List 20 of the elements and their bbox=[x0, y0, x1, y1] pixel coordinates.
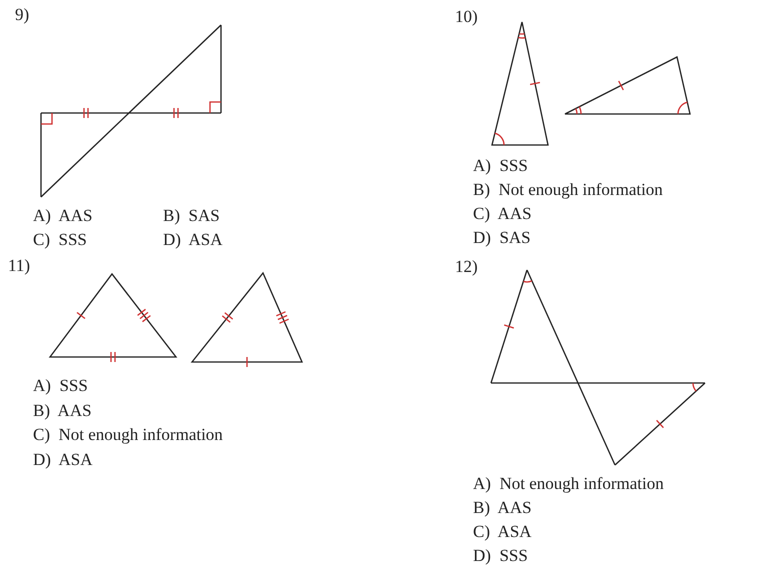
answer-choice: A) SSS bbox=[33, 377, 88, 395]
question-number: 9) bbox=[15, 6, 30, 24]
answer-choice: B) AAS bbox=[33, 402, 92, 420]
answer-choice: C) ASA bbox=[473, 523, 532, 541]
question-number: 10) bbox=[455, 8, 478, 26]
answer-choice: B) SAS bbox=[163, 207, 220, 225]
answer-choice: A) SSS bbox=[473, 157, 528, 175]
answer-choice: D) ASA bbox=[33, 451, 93, 469]
answer-choice: D) ASA bbox=[163, 231, 223, 249]
question-number: 12) bbox=[455, 258, 478, 276]
answer-choice: A) Not enough information bbox=[473, 475, 664, 493]
answer-choice: B) Not enough information bbox=[473, 181, 663, 199]
question-number: 11) bbox=[8, 257, 30, 275]
answer-choice: B) AAS bbox=[473, 499, 532, 517]
answer-choice: C) AAS bbox=[473, 205, 532, 223]
answer-choice: D) SSS bbox=[473, 547, 528, 565]
answer-choice: C) SSS bbox=[33, 231, 87, 249]
answer-choice: A) AAS bbox=[33, 207, 93, 225]
answer-choice: C) Not enough information bbox=[33, 426, 223, 444]
answer-choice: D) SAS bbox=[473, 229, 531, 247]
